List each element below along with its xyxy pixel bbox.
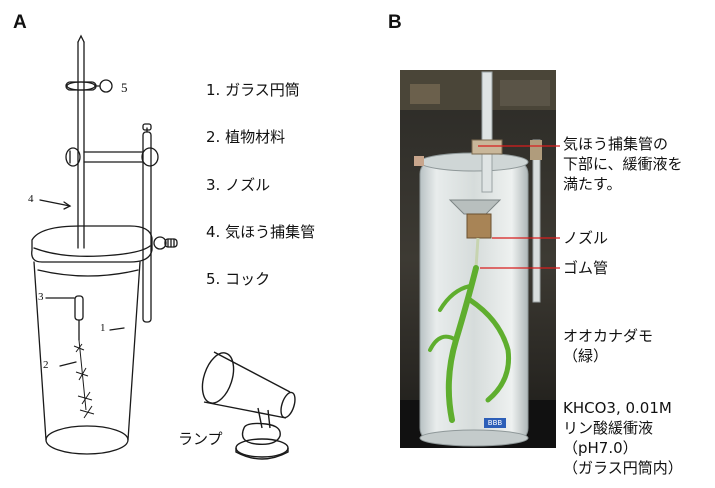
panel-b-label: B [388,12,402,33]
legend-item-glass-cylinder: 1. ガラス円筒 [206,81,300,99]
lamp [201,351,296,460]
solution-caption-line-4: （ガラス円筒内） [563,459,683,477]
cylinder-lid [31,225,178,263]
solution-caption-line-2: リン酸緩衝液 [563,419,654,437]
number-label-2: 2 [43,359,49,371]
plant-caption: オオカナダモ （緑） [563,326,653,366]
number-label-3: 3 [38,291,44,303]
clamp-stand [65,123,159,323]
legend-item-stopcock: 5. コック [206,270,271,288]
callout-nozzle: ノズル [563,229,609,247]
number-label-4: 4 [28,193,34,205]
solution-caption-line-1: KHCO3, 0.01M [563,399,672,417]
callout-tube: 気ほう捕集管の 下部に、緩衝液を 満たす。 [563,134,683,194]
photo-glass-cylinder [419,152,529,447]
photo-plant [428,265,512,423]
stopcock [65,79,113,93]
lamp-label: ランプ [178,430,223,448]
solution-caption: KHCO3, 0.01M リン酸緩衝液 （pH7.0） （ガラス円筒内） [563,398,683,478]
callout-tube-line-2: 下部に、緩衝液を [563,155,683,173]
legend-item-collection-tube: 4. 気ほう捕集管 [206,223,316,241]
photo-collection-tube [471,71,503,193]
number-label-1: 1 [100,322,106,334]
beaker-sticker-label: BBB [487,419,503,427]
panel-a-label: A [13,12,27,33]
bubble-collection-tube [77,34,85,249]
callout-tube-line-3: 満たす。 [563,175,622,193]
nozzle [74,295,84,341]
plant-material [73,339,95,419]
plant-caption-line-2: （緑） [563,347,609,365]
legend-item-plant-material: 2. 植物材料 [206,128,286,146]
plant-caption-line-1: オオカナダモ [563,327,654,345]
legend-item-nozzle: 3. ノズル [206,176,271,194]
solution-caption-line-3: （pH7.0） [563,439,638,457]
callout-rubber-tube: ゴム管 [563,259,609,277]
number-label-5: 5 [121,80,128,95]
glass-cylinder [33,261,141,455]
callout-tube-line-1: 気ほう捕集管の [563,135,669,153]
